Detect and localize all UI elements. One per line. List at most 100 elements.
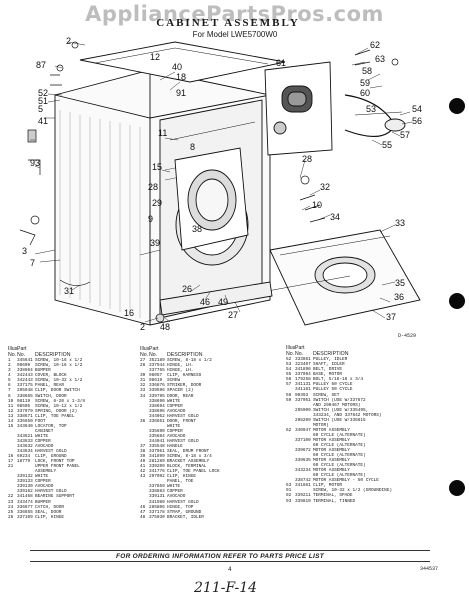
description: CLIP, MOTOR [313, 483, 342, 489]
door-drawing [174, 147, 249, 251]
callout: 49 [218, 297, 228, 307]
callout: 36 [394, 292, 404, 302]
description: MOTOR ASSEMBLY [313, 437, 350, 443]
description: PULLEY, IDLER [313, 357, 348, 363]
description: BOLT, 5/16-18 x 3/4 [313, 377, 364, 383]
callout: 8 [190, 142, 195, 152]
description: LOCATOR, TOP [35, 423, 67, 429]
part-no: 339133 [17, 479, 33, 485]
illus-no: 47 [140, 509, 146, 515]
illus-no: 2 [8, 363, 11, 369]
binder-hole [449, 293, 465, 309]
description: STRIKER, DOOR [167, 383, 202, 389]
description: HARVEST GOLD [167, 438, 199, 444]
description: BUMPER [35, 499, 51, 505]
illus-no: 34 [140, 393, 146, 399]
description: MOTOR ASSEMBLY [313, 458, 350, 464]
part-no: 336876 [149, 383, 165, 389]
part-no: 339810 [295, 498, 311, 504]
header-illus: Illus. [286, 345, 297, 351]
part-no: 344052 [149, 413, 165, 419]
description: CLIP, TOE PANEL LOCK [167, 469, 220, 475]
header-illus: Illus. [140, 346, 151, 352]
callout: 35 [395, 278, 405, 288]
description: 60 CYCLE (ALTERNATE) [313, 432, 366, 438]
illus-no: 46 [140, 504, 146, 510]
header-part: Part [17, 346, 27, 352]
illus-no: 12 [8, 408, 14, 414]
illus-no: 57 [286, 382, 292, 388]
callout: 61 [276, 58, 286, 68]
part-no: 337051 [295, 397, 311, 403]
page-title: CABINET ASSEMBLY [156, 17, 300, 29]
part-no: 337175 [17, 383, 33, 389]
part-no: 341661 [295, 483, 311, 489]
description: PANEL, REAR [35, 383, 64, 389]
part-no: 343633 [17, 438, 33, 444]
illus-no: 37 [140, 443, 146, 449]
page-number: 4 [228, 566, 232, 573]
part-no: 98119 [17, 398, 31, 404]
description: SEAL, DRUM FRONT [167, 449, 210, 455]
description: BEARING SUPPORT [35, 494, 75, 500]
illus-no: 11 [8, 403, 14, 409]
description: SWITCH (USE W/337672 [313, 397, 366, 403]
description: MOTOR ASSEMBLY - 50 CYCLE [313, 478, 379, 484]
table-row: ASSEMBLY [8, 469, 138, 474]
illus-no: 40 [140, 459, 146, 465]
part-no: 337979 [17, 408, 33, 414]
description: 343234, AND 337842 MOTORS) [313, 412, 382, 418]
header-no: No. [149, 351, 158, 358]
callout: 39 [150, 238, 160, 248]
illus-no: 36 [140, 418, 146, 424]
description: CLIP, HARNESS [167, 373, 202, 379]
description: WHITE [167, 484, 181, 490]
part-no: 343634 [17, 449, 33, 455]
illus-no: 17 [8, 459, 14, 465]
part-no: 297092 [149, 474, 165, 480]
illus-no: 10 [8, 398, 14, 404]
illus-no: 38 [140, 449, 146, 455]
description: AVOCADO [167, 408, 186, 414]
description: COPPER [35, 438, 51, 444]
callout: 9 [148, 214, 153, 224]
illus-no: 6 [8, 383, 11, 389]
description: COVER, BLOCK [35, 373, 67, 379]
callout: 58 [362, 66, 372, 76]
part-no: 338883 [149, 489, 165, 495]
binder-hole [449, 98, 465, 114]
illus-no: 27 [140, 358, 146, 364]
illus-no: 3 [8, 368, 11, 374]
description: 60 CYCLE (ALTERNATE) [313, 473, 366, 479]
callout: 37 [386, 312, 396, 322]
table-row: 60 CYCLE (ALTERNATE) [286, 473, 436, 478]
illus-no: 33 [140, 388, 146, 394]
part-no: 179258 [295, 377, 311, 383]
small-parts-drawing [19, 41, 399, 323]
document-code: 344537 [420, 566, 439, 572]
callout: 62 [370, 40, 380, 50]
callout: 28 [148, 182, 158, 192]
header-no: No. [295, 350, 304, 357]
illus-no: 59 [286, 397, 292, 403]
